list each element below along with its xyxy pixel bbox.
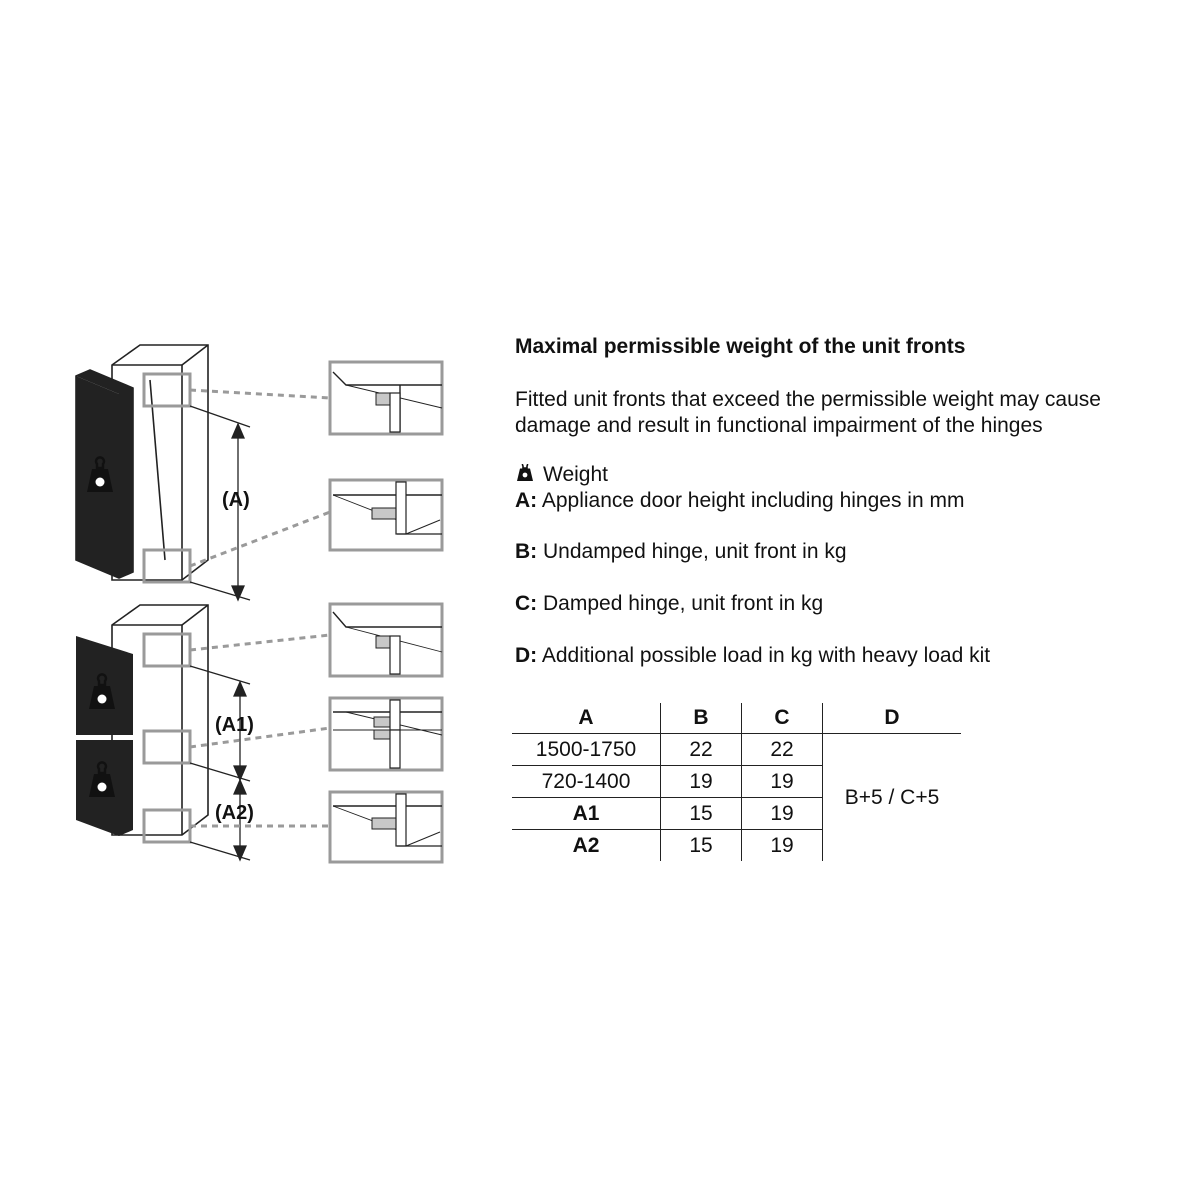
cell-a: A2: [572, 833, 600, 857]
table-row: 720-1400 19 19: [512, 765, 961, 798]
legend-text: Undamped hinge, unit front in kg: [543, 540, 847, 563]
legend-weight: Weight: [515, 463, 608, 487]
cell-c: 19: [741, 797, 823, 830]
column-header: A: [512, 703, 661, 734]
legend-key: A:: [515, 489, 538, 512]
legend-b: B: Undamped hinge, unit front in kg: [515, 540, 847, 564]
weight-table: A B C D 1500-1750 22 22 B+5 / C+5 720-14…: [512, 703, 961, 861]
column-header: D: [822, 703, 961, 734]
cell-b: 15: [660, 829, 742, 861]
leader-lines: [189, 388, 331, 828]
cell-c: 19: [741, 829, 823, 861]
page-title: Maximal permissible weight of the unit f…: [515, 335, 966, 358]
lower-door-bottom: [76, 740, 133, 836]
upper-door-panel: [75, 369, 134, 579]
legend-text: Additional possible load in kg with heav…: [541, 644, 991, 667]
detail-callout-1: [328, 360, 444, 436]
cell-a: 1500-1750: [512, 733, 661, 766]
upper-appliance: [111, 344, 209, 581]
dimension-label-a: (A): [222, 489, 250, 511]
cell-c: 19: [741, 765, 823, 798]
column-header: B: [660, 703, 742, 734]
lower-door-top: [76, 636, 133, 735]
legend-a: A: Appliance door height including hinge…: [515, 489, 964, 513]
dimension-a1-a2: [189, 665, 251, 862]
legend-text: Appliance door height including hinges i…: [541, 489, 965, 512]
table-header-row: A B C D: [512, 703, 961, 734]
cell-a: 720-1400: [512, 765, 661, 798]
cell-b: 22: [660, 733, 742, 766]
dimension-label-a1: (A1): [215, 714, 254, 736]
table-row: 1500-1750 22 22 B+5 / C+5: [512, 733, 961, 861]
cell-c: 22: [741, 733, 823, 766]
table-row: A1 15 19: [512, 797, 961, 830]
legend-key: C:: [515, 592, 538, 615]
dimension-a: [189, 405, 251, 602]
legend-d: D: Additional possible load in kg with h…: [515, 644, 990, 668]
cell-b: 15: [660, 797, 742, 830]
detail-callout-5: [328, 790, 444, 864]
dimension-label-a2: (A2): [215, 802, 254, 824]
column-header: C: [741, 703, 823, 734]
detail-callout-2: [328, 478, 444, 552]
description-text: Fitted unit fronts that exceed the permi…: [515, 388, 1101, 437]
legend-key: B:: [515, 540, 538, 563]
cell-b: 19: [660, 765, 742, 798]
detail-callout-3: [328, 602, 444, 678]
weight-icon: [516, 464, 534, 482]
detail-callout-4: [328, 696, 444, 772]
cell-d: B+5 / C+5: [822, 733, 961, 861]
legend-text: Damped hinge, unit front in kg: [543, 592, 824, 615]
table-row: A2 15 19: [512, 829, 961, 861]
legend-key: D:: [515, 644, 538, 667]
lower-appliance: [111, 604, 209, 836]
legend-weight-label: Weight: [543, 463, 608, 486]
legend-c: C: Damped hinge, unit front in kg: [515, 592, 823, 616]
cell-a: A1: [512, 797, 661, 830]
